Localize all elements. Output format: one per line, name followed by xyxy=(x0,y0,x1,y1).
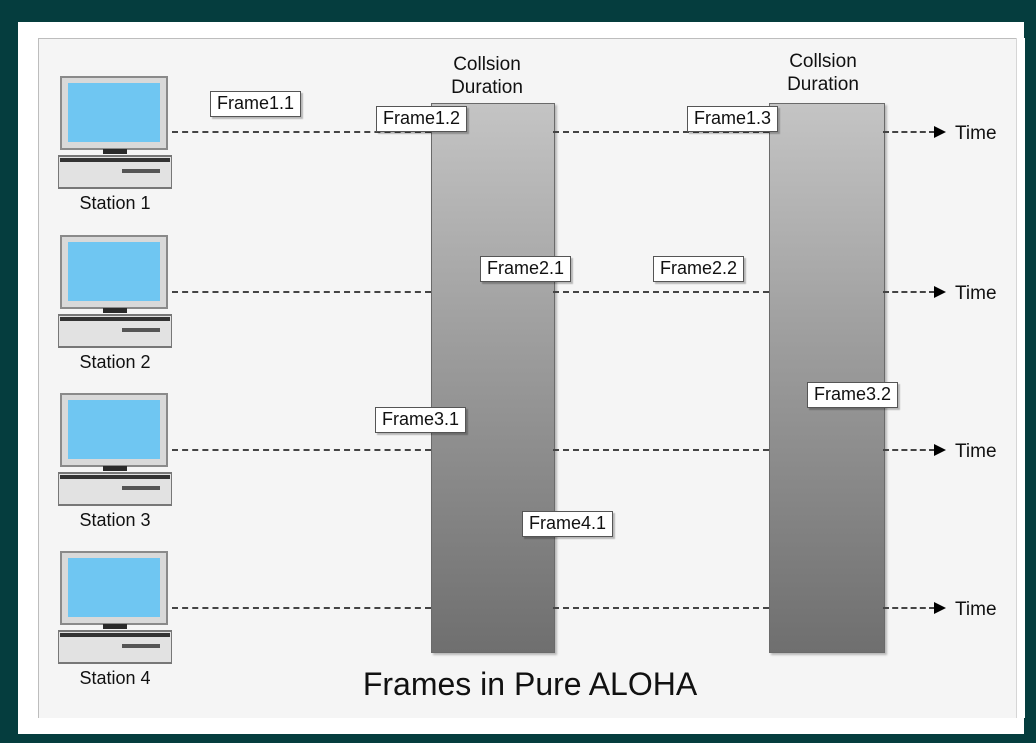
time-label: Time xyxy=(955,283,997,304)
station-4: Station 4 xyxy=(58,551,172,688)
computer-icon xyxy=(58,235,172,348)
station-1: Station 1 xyxy=(58,76,172,213)
canvas-right-edge xyxy=(1016,38,1025,718)
arrow-icon xyxy=(934,602,946,614)
station-label: Station 4 xyxy=(79,668,151,688)
collision-label-2-line1: Collsion xyxy=(789,51,857,72)
station-2: Station 2 xyxy=(58,235,172,372)
station-label: Station 2 xyxy=(79,352,151,372)
collision-block-1 xyxy=(431,103,555,653)
diagram-title: Frames in Pure ALOHA xyxy=(362,666,698,702)
frame-box-4-1: Frame4.1 xyxy=(522,511,614,537)
frame-box-1-3: Frame1.3 xyxy=(687,106,779,132)
frame-box-2-1: Frame2.1 xyxy=(480,256,572,282)
canvas-bottom-edge xyxy=(38,718,1024,734)
collision-label-1-line2: Duration xyxy=(451,77,523,98)
frame-box-1-2: Frame1.2 xyxy=(376,106,468,132)
computer-icon xyxy=(58,393,172,506)
time-label: Time xyxy=(955,441,997,462)
computer-icon xyxy=(58,76,172,189)
frame-box-2-2: Frame2.2 xyxy=(653,256,745,282)
arrow-icon xyxy=(934,444,946,456)
computer-icon xyxy=(58,551,172,664)
time-label: Time xyxy=(955,599,997,620)
collision-label-2-line2: Duration xyxy=(787,74,859,95)
collision-label-2: Collsion Duration xyxy=(773,50,873,96)
station-label: Station 1 xyxy=(79,193,151,213)
collision-label-1: Collsion Duration xyxy=(437,53,537,99)
time-label: Time xyxy=(955,123,997,144)
collision-label-1-line1: Collsion xyxy=(453,54,521,75)
arrow-icon xyxy=(934,286,946,298)
frame-box-3-2: Frame3.2 xyxy=(807,382,899,408)
station-label: Station 3 xyxy=(79,510,151,530)
station-3: Station 3 xyxy=(58,393,172,530)
frame-box-3-1: Frame3.1 xyxy=(375,407,467,433)
frame-box-1-1: Frame1.1 xyxy=(210,91,302,117)
arrow-icon xyxy=(934,126,946,138)
collision-block-2 xyxy=(769,103,885,653)
